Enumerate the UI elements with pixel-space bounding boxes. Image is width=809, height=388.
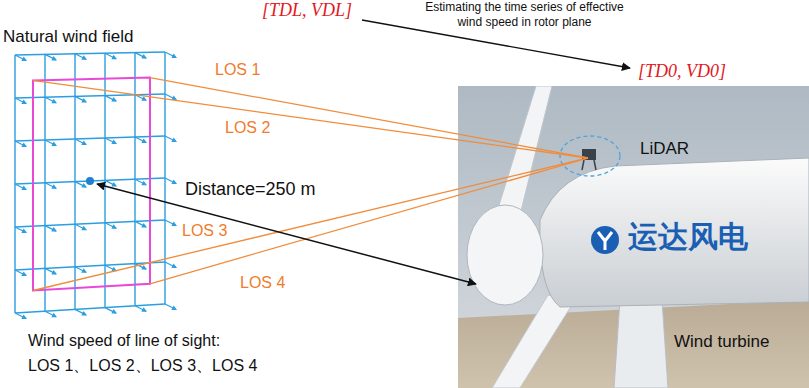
wind-arrow xyxy=(135,53,147,59)
wind-arrow xyxy=(135,137,147,143)
caption-line: Wind speed of line of sight: xyxy=(28,333,220,349)
grid-line xyxy=(15,262,165,270)
los-label: LOS 3 xyxy=(182,223,227,239)
los-label: LOS 4 xyxy=(240,275,285,291)
wind-arrow xyxy=(15,313,27,319)
logo-mark xyxy=(598,232,612,250)
los-beams xyxy=(33,78,588,291)
rotor-plane-outline xyxy=(33,78,150,291)
caption-line: LOS 1、LOS 2、LOS 3、LOS 4 xyxy=(28,358,257,374)
blade xyxy=(492,295,575,388)
wind-arrow xyxy=(45,268,57,274)
wind-arrow xyxy=(135,221,147,227)
wind-arrow xyxy=(75,309,87,315)
wind-arrow xyxy=(105,53,117,59)
los-label: LOS 2 xyxy=(225,120,270,136)
los-beam xyxy=(33,80,588,158)
wind-arrow xyxy=(15,98,27,104)
wind-arrow xyxy=(105,180,117,186)
wind-arrow xyxy=(165,262,177,268)
wind-arrow xyxy=(105,308,117,314)
estimation-note: Estimating the time series of effective … xyxy=(417,0,632,30)
grid-line xyxy=(15,52,165,55)
lidar-leg xyxy=(594,160,596,170)
wind-arrow xyxy=(45,311,57,317)
wind-arrow xyxy=(165,52,177,58)
wind-arrow xyxy=(15,141,27,147)
logo-text: 运达风电 xyxy=(628,222,748,252)
wind-arrow xyxy=(165,304,177,310)
sky xyxy=(458,86,809,388)
lidar-highlight xyxy=(560,136,620,176)
tower xyxy=(614,300,668,388)
wind-arrow xyxy=(45,183,57,189)
center-point xyxy=(86,177,94,185)
distance-label: Distance=250 m xyxy=(185,180,316,198)
wind-arrow xyxy=(105,138,117,144)
time-speed-label: [TD0, VD0] xyxy=(638,62,726,80)
wind-arrow xyxy=(165,178,177,184)
wind-arrow xyxy=(75,182,87,188)
wind-arrow xyxy=(45,97,57,103)
lidar-leg xyxy=(582,160,584,170)
wind-arrow xyxy=(75,139,87,145)
wind-grid xyxy=(15,52,165,313)
distance-arrow xyxy=(97,184,476,284)
time-speed-label: [TDL, VDL] xyxy=(262,1,352,19)
wind-arrow xyxy=(75,54,87,60)
grid-line xyxy=(15,220,165,227)
wind-arrow xyxy=(105,96,117,102)
los-label: LOS 1 xyxy=(215,62,260,78)
wind-arrow xyxy=(15,227,27,233)
los-beam xyxy=(150,78,588,158)
wind-arrow xyxy=(15,55,27,61)
wind-arrow xyxy=(105,223,117,229)
device-label: LiDAR xyxy=(640,140,689,157)
wind-arrow xyxy=(165,220,177,226)
wind-arrow xyxy=(75,96,87,102)
wind-arrow xyxy=(15,184,27,190)
wind-arrow xyxy=(165,136,177,142)
los-beam xyxy=(150,158,588,284)
turbine-photo xyxy=(458,86,809,388)
turbine-label: Wind turbine xyxy=(674,333,769,350)
wind-arrow xyxy=(45,54,57,60)
spinner xyxy=(467,205,543,305)
grid-line xyxy=(15,304,165,313)
wind-arrows xyxy=(15,52,177,319)
wind-arrow xyxy=(45,226,57,232)
wind-arrow xyxy=(135,179,147,185)
los-beam xyxy=(33,158,588,291)
wind-arrow xyxy=(75,224,87,230)
wind-arrow xyxy=(45,140,57,146)
wind-arrow xyxy=(135,306,147,312)
logo-mark xyxy=(591,226,619,254)
field-title: Natural wind field xyxy=(3,28,133,45)
nacelle xyxy=(540,158,809,307)
wind-arrow xyxy=(75,267,87,273)
wind-arrow xyxy=(15,270,27,276)
